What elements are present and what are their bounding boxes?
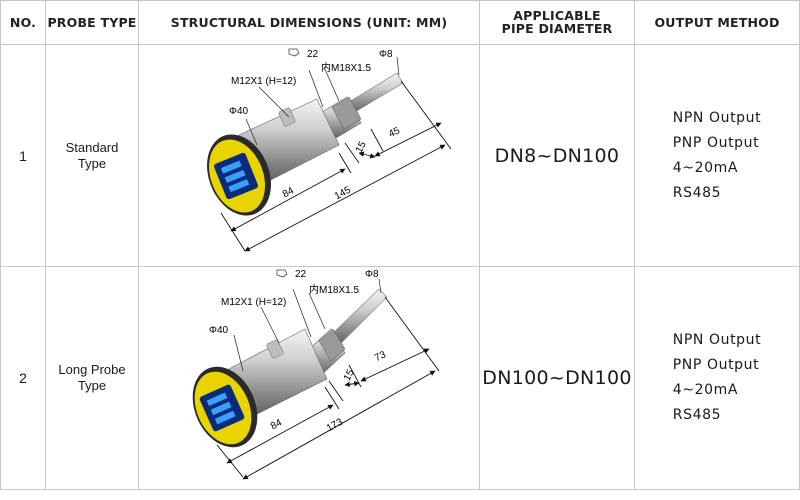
label-wrench: 22 xyxy=(295,269,307,280)
row-1-pipe-diameter: DN8~DN100 xyxy=(494,144,620,167)
dim-line-total xyxy=(242,370,436,480)
label-phi-probe: Φ8 xyxy=(379,49,393,60)
output-item: RS485 xyxy=(672,407,722,423)
grid-line xyxy=(0,44,800,45)
label-thread-inner: 内M18X1.5 xyxy=(321,61,371,74)
label-thread-side: M12X1 (H=12) xyxy=(231,76,296,87)
row-1-dimension-drawing: Φ40 M12X1 (H=12) 22 内M18X1.5 Φ8 15 45 84… xyxy=(207,48,452,252)
label-dim-probe: 73 xyxy=(373,349,388,364)
output-item: RS485 xyxy=(672,184,722,201)
label-thread-inner: 内M18X1.5 xyxy=(309,283,359,296)
dim-line-probe xyxy=(360,348,430,382)
row-1-probe-type: Standard Type xyxy=(65,139,119,171)
grid-line xyxy=(0,266,800,267)
row-2-output-list: NPN Output PNP Output 4~20mA RS485 xyxy=(673,328,761,428)
row-1-output-cell: NPN Output PNP Output 4~20mA RS485 xyxy=(635,45,799,266)
wrench-icon xyxy=(276,269,288,278)
grid-line xyxy=(0,0,800,1)
header-probe-type: PROBE TYPE xyxy=(47,14,137,30)
output-item: NPN Output xyxy=(672,332,762,348)
row-2-dimension-drawing: Φ40 M12X1 (H=12) 22 内M18X1.5 Φ8 15 73 84… xyxy=(192,269,440,480)
header-output-method: OUTPUT METHOD xyxy=(654,14,780,30)
header-pipe-diameter: APPLICABLE PIPE DIAMETER xyxy=(501,8,613,36)
label-dim-body: 84 xyxy=(281,185,296,200)
output-item: PNP Output xyxy=(672,134,760,151)
grid-line xyxy=(45,0,46,490)
label-dim-15: 15 xyxy=(342,368,357,383)
row-2-probe-type: Long Probe Type xyxy=(58,362,126,393)
output-item: 4~20mA xyxy=(672,382,739,398)
label-phi-probe: Φ8 xyxy=(365,269,379,280)
dim-line-15 xyxy=(344,381,360,387)
header-dimensions: STRUCTURAL DIMENSIONS (UNIT: MM) xyxy=(170,14,448,30)
row-2-output-cell: NPN Output PNP Output 4~20mA RS485 xyxy=(635,267,799,489)
header-no: NO. xyxy=(9,14,37,30)
dim-line-total xyxy=(244,144,446,252)
row-1-output-list: NPN Output PNP Output 4~20mA RS485 xyxy=(673,106,761,206)
label-dim-15: 15 xyxy=(354,140,369,155)
label-dim-body: 84 xyxy=(269,417,284,432)
grid-line xyxy=(479,0,480,490)
output-item: PNP Output xyxy=(672,357,760,373)
label-dim-probe: 45 xyxy=(387,125,402,140)
row-1-number: 1 xyxy=(19,147,27,164)
grid-line xyxy=(138,0,139,490)
label-phi-body: Φ40 xyxy=(209,325,229,336)
label-phi-body: Φ40 xyxy=(229,106,249,117)
grid-line xyxy=(634,0,635,490)
grid-line xyxy=(0,0,1,490)
dim-line-probe xyxy=(374,122,442,157)
output-item: 4~20mA xyxy=(672,159,739,176)
label-thread-side: M12X1 (H=12) xyxy=(221,297,286,308)
label-dim-total: 145 xyxy=(333,184,353,202)
wrench-icon xyxy=(288,48,300,57)
row-2-number: 2 xyxy=(19,370,27,386)
label-wrench: 22 xyxy=(307,49,319,60)
label-dim-total: 173 xyxy=(325,416,345,434)
output-item: NPN Output xyxy=(672,109,762,126)
row-2-pipe-diameter: DN100~DN100 xyxy=(482,367,632,389)
grid-line xyxy=(0,489,800,490)
